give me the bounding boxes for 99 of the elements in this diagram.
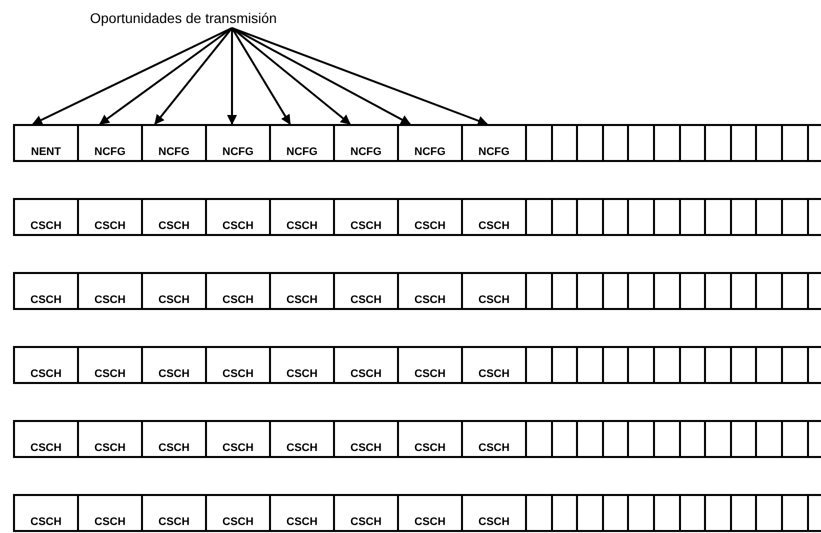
empty-slot-cell: [781, 198, 809, 236]
slot-cell: CSCH: [77, 420, 143, 458]
empty-slot-cell: [781, 272, 809, 310]
slot-cell: CSCH: [333, 420, 399, 458]
arrow: [232, 27, 411, 125]
empty-slot-cell: [781, 124, 809, 162]
empty-slot-cell: [653, 124, 681, 162]
slot-cell: CSCH: [461, 346, 527, 384]
slot-cell: CSCH: [333, 198, 399, 236]
slot-cell: CSCH: [205, 272, 271, 310]
slot-cell: CSCH: [141, 272, 207, 310]
empty-slot-cell: [627, 346, 655, 384]
slot-cell: CSCH: [461, 272, 527, 310]
slot-cell: CSCH: [141, 420, 207, 458]
slot-cell: CSCH: [205, 198, 271, 236]
empty-slot-cell: [653, 272, 681, 310]
empty-slot-cell: [755, 494, 783, 532]
arrow: [99, 27, 233, 125]
slot-cell: CSCH: [13, 420, 79, 458]
empty-slot-cell: [653, 494, 681, 532]
slot-cell: NCFG: [77, 124, 143, 162]
slot-cell: NCFG: [333, 124, 399, 162]
slot-cell: CSCH: [13, 272, 79, 310]
slot-cell: CSCH: [333, 494, 399, 532]
empty-slot-cell: [525, 346, 553, 384]
slot-cell: CSCH: [13, 346, 79, 384]
slot-cell: NCFG: [141, 124, 207, 162]
slot-cell: CSCH: [333, 272, 399, 310]
slot-cell: CSCH: [461, 198, 527, 236]
empty-slot-cell: [781, 346, 809, 384]
empty-slot-cell: [576, 346, 604, 384]
slot-cell: CSCH: [397, 494, 463, 532]
slot-cell: CSCH: [269, 272, 335, 310]
arrow: [154, 27, 233, 125]
slot-cell: CSCH: [397, 420, 463, 458]
slot-cell: CSCH: [333, 346, 399, 384]
heading-label: Oportunidades de transmisión: [90, 10, 277, 26]
arrow: [32, 27, 232, 125]
arrow: [231, 27, 351, 125]
empty-slot-cell: [525, 198, 553, 236]
slot-cell: CSCH: [269, 420, 335, 458]
slot-cell: CSCH: [397, 272, 463, 310]
empty-slot-cell: [627, 124, 655, 162]
empty-slot-cell: [576, 420, 604, 458]
empty-slot-cell: [755, 420, 783, 458]
empty-slot-cell: [704, 272, 732, 310]
empty-slot-cell: [653, 346, 681, 384]
empty-slot-cell: [525, 420, 553, 458]
empty-slot-cell: [653, 198, 681, 236]
slot-cell: CSCH: [269, 198, 335, 236]
empty-slot-cell: [755, 272, 783, 310]
slot-cell: CSCH: [205, 494, 271, 532]
empty-slot-cell: [627, 272, 655, 310]
slot-cell: CSCH: [205, 420, 271, 458]
empty-slot-cell: [755, 124, 783, 162]
empty-slot-cell: [704, 420, 732, 458]
empty-slot-cell: [525, 494, 553, 532]
arrow: [227, 28, 237, 125]
slot-cell: NENT: [13, 124, 79, 162]
empty-slot-cell: [755, 198, 783, 236]
empty-slot-cell: [704, 346, 732, 384]
slot-cell: CSCH: [13, 494, 79, 532]
slot-cell: CSCH: [269, 494, 335, 532]
slot-cell: CSCH: [461, 420, 527, 458]
empty-slot-cell: [653, 420, 681, 458]
slot-cell: NCFG: [397, 124, 463, 162]
empty-slot-cell: [627, 198, 655, 236]
empty-slot-cell: [755, 346, 783, 384]
empty-slot-cell: [576, 272, 604, 310]
empty-slot-cell: [704, 494, 732, 532]
slot-cell: CSCH: [205, 346, 271, 384]
slot-cell: NCFG: [269, 124, 335, 162]
empty-slot-cell: [576, 124, 604, 162]
slot-cell: CSCH: [77, 494, 143, 532]
empty-slot-cell: [525, 124, 553, 162]
slot-cell: CSCH: [141, 346, 207, 384]
slot-cell: CSCH: [77, 346, 143, 384]
empty-slot-cell: [525, 272, 553, 310]
empty-slot-cell: [781, 420, 809, 458]
slot-cell: CSCH: [77, 198, 143, 236]
arrow: [231, 27, 291, 125]
slot-cell: CSCH: [397, 198, 463, 236]
slot-cell: CSCH: [269, 346, 335, 384]
slot-cell: CSCH: [13, 198, 79, 236]
empty-slot-cell: [627, 494, 655, 532]
arrow: [232, 27, 488, 126]
slot-cell: CSCH: [397, 346, 463, 384]
slot-cell: CSCH: [141, 494, 207, 532]
slot-cell: CSCH: [77, 272, 143, 310]
empty-slot-cell: [704, 198, 732, 236]
slot-cell: NCFG: [205, 124, 271, 162]
empty-slot-cell: [576, 198, 604, 236]
empty-slot-cell: [781, 494, 809, 532]
slot-cell: CSCH: [141, 198, 207, 236]
slot-cell: CSCH: [461, 494, 527, 532]
slot-cell: NCFG: [461, 124, 527, 162]
empty-slot-cell: [576, 494, 604, 532]
empty-slot-cell: [627, 420, 655, 458]
empty-slot-cell: [704, 124, 732, 162]
